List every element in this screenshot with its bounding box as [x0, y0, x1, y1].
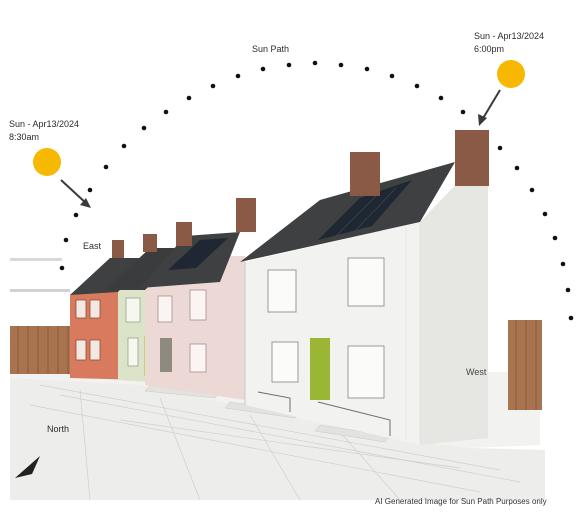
fence-right: [508, 320, 542, 410]
caption: AI Generated Image for Sun Path Purposes…: [375, 497, 547, 506]
sun-path-label: Sun Path: [252, 44, 290, 54]
fence-left: [10, 326, 74, 374]
evening-time-label: 6:00pm: [474, 44, 505, 54]
morning-arrow-icon: [60, 179, 91, 208]
morning-sun-icon: [33, 148, 61, 176]
morning-time-label: 8:30am: [9, 132, 40, 142]
west-label: West: [466, 367, 487, 377]
east-label: East: [83, 241, 102, 251]
house-pink: [140, 198, 256, 400]
sun-path-arc: [59, 60, 574, 321]
evening-date-label: Sun - Apr13/2024: [474, 31, 545, 41]
north-compass-icon: [15, 456, 40, 478]
north-label: North: [47, 424, 70, 434]
evening-sun-icon: [497, 60, 525, 88]
morning-date-label: Sun - Apr13/2024: [9, 119, 80, 129]
evening-arrow-icon: [478, 89, 501, 126]
house-white: [240, 130, 489, 445]
